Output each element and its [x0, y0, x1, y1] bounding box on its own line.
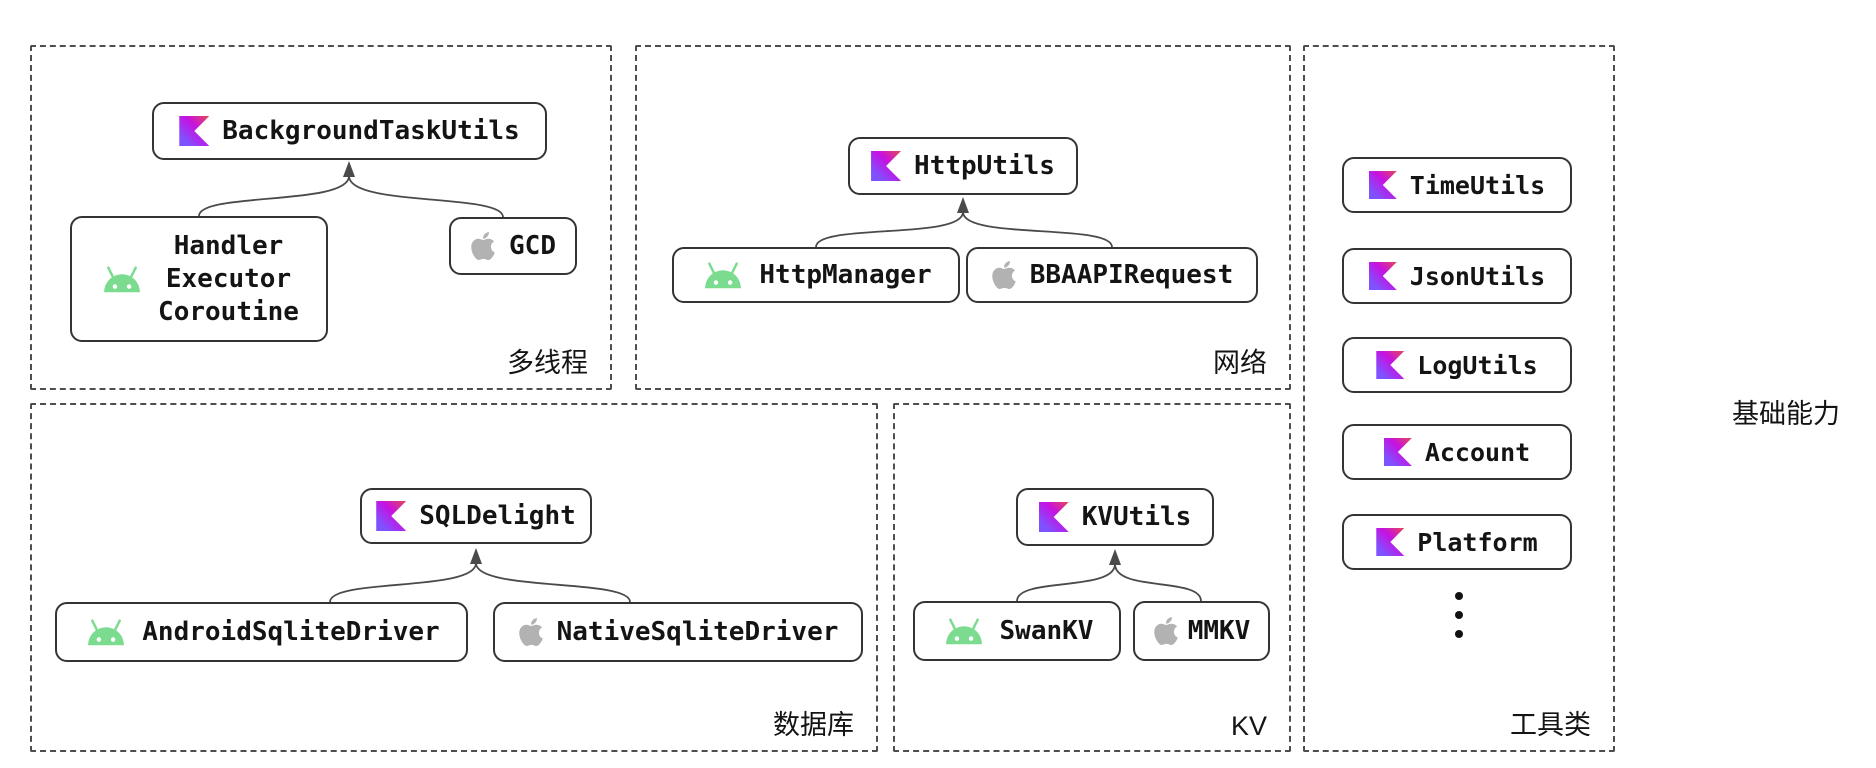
ellipsis-dot — [1455, 630, 1463, 638]
zone-threading: 多线程 — [30, 45, 612, 390]
apple-logo-icon — [471, 232, 495, 260]
node-label: JsonUtils — [1409, 261, 1546, 291]
node-androidsqlitedriver: AndroidSqliteDriver — [55, 602, 468, 662]
zone-database: 数据库 — [30, 403, 878, 752]
node-httputils: HttpUtils — [848, 137, 1078, 195]
more-items-ellipsis-icon — [1450, 592, 1468, 638]
android-logo-icon — [705, 262, 742, 289]
zone-kv-label: KV — [1230, 711, 1267, 741]
node-logutils: LogUtils — [1342, 337, 1572, 393]
kotlin-logo-icon — [1038, 502, 1069, 532]
kotlin-logo-icon — [871, 151, 902, 181]
node-account: Account — [1342, 424, 1572, 480]
node-kvutils: KVUtils — [1016, 488, 1214, 546]
node-timeutils: TimeUtils — [1342, 157, 1572, 213]
node-label: GCD — [509, 231, 556, 261]
zone-threading-label: 多线程 — [507, 348, 588, 378]
node-label-line: Handler — [173, 230, 284, 261]
zone-database-label: 数据库 — [773, 710, 854, 740]
kotlin-logo-icon — [1368, 262, 1397, 290]
kotlin-logo-icon — [179, 116, 210, 146]
node-label-line: Coroutine — [158, 296, 299, 327]
node-label: BBAAPIRequest — [1029, 260, 1234, 290]
zone-utils: 工具类 — [1303, 45, 1615, 752]
node-label: SwanKV — [999, 616, 1094, 646]
apple-logo-icon — [1153, 617, 1178, 645]
zone-network-label: 网络 — [1213, 348, 1267, 378]
node-label: MMKV — [1187, 616, 1251, 646]
node-sqldelight: SQLDelight — [360, 488, 592, 544]
node-label: LogUtils — [1417, 350, 1538, 380]
node-label: KVUtils — [1081, 502, 1192, 532]
apple-logo-icon — [992, 261, 1016, 289]
node-label-line: Executor — [165, 263, 292, 294]
node-platform: Platform — [1342, 514, 1572, 570]
node-swankv: SwanKV — [913, 601, 1121, 661]
kotlin-logo-icon — [1368, 171, 1397, 199]
ellipsis-dot — [1455, 592, 1463, 600]
android-logo-icon — [945, 618, 982, 645]
apple-logo-icon — [518, 618, 543, 646]
node-mmkv: MMKV — [1133, 601, 1270, 661]
node-label: Platform — [1417, 527, 1538, 557]
node-gcd: GCD — [449, 217, 577, 275]
zone-kv: KV — [893, 403, 1291, 752]
zone-utils-label: 工具类 — [1510, 710, 1591, 740]
node-label: Account — [1424, 437, 1531, 467]
android-logo-icon — [88, 619, 125, 646]
node-nativesqlitedriver: NativeSqliteDriver — [493, 602, 863, 662]
node-jsonutils: JsonUtils — [1342, 248, 1572, 304]
kotlin-logo-icon — [1383, 438, 1412, 466]
node-label: HttpUtils — [914, 151, 1055, 181]
kotlin-logo-icon — [1376, 528, 1405, 556]
kotlin-logo-icon — [376, 501, 407, 531]
node-httpmanager: HttpManager — [672, 247, 960, 303]
node-label: SQLDelight — [419, 501, 576, 531]
node-label: NativeSqliteDriver — [556, 617, 839, 647]
node-backgroundtaskutils: BackgroundTaskUtils — [152, 102, 547, 160]
zone-network: 网络 — [635, 45, 1291, 390]
android-logo-icon — [104, 266, 140, 293]
node-label: TimeUtils — [1409, 170, 1546, 200]
ellipsis-dot — [1455, 611, 1463, 619]
node-bbaapirequest: BBAAPIRequest — [966, 247, 1258, 303]
node-label: BackgroundTaskUtils — [222, 116, 520, 146]
node-label: HttpManager — [759, 260, 932, 290]
base-capability-label: 基础能力 — [1732, 399, 1840, 429]
kotlin-logo-icon — [1376, 351, 1405, 379]
node-label: AndroidSqliteDriver — [142, 617, 440, 647]
node-label-multiline: Handler Executor Coroutine — [158, 230, 299, 329]
node-handler-executor-coroutine: Handler Executor Coroutine — [70, 216, 328, 342]
